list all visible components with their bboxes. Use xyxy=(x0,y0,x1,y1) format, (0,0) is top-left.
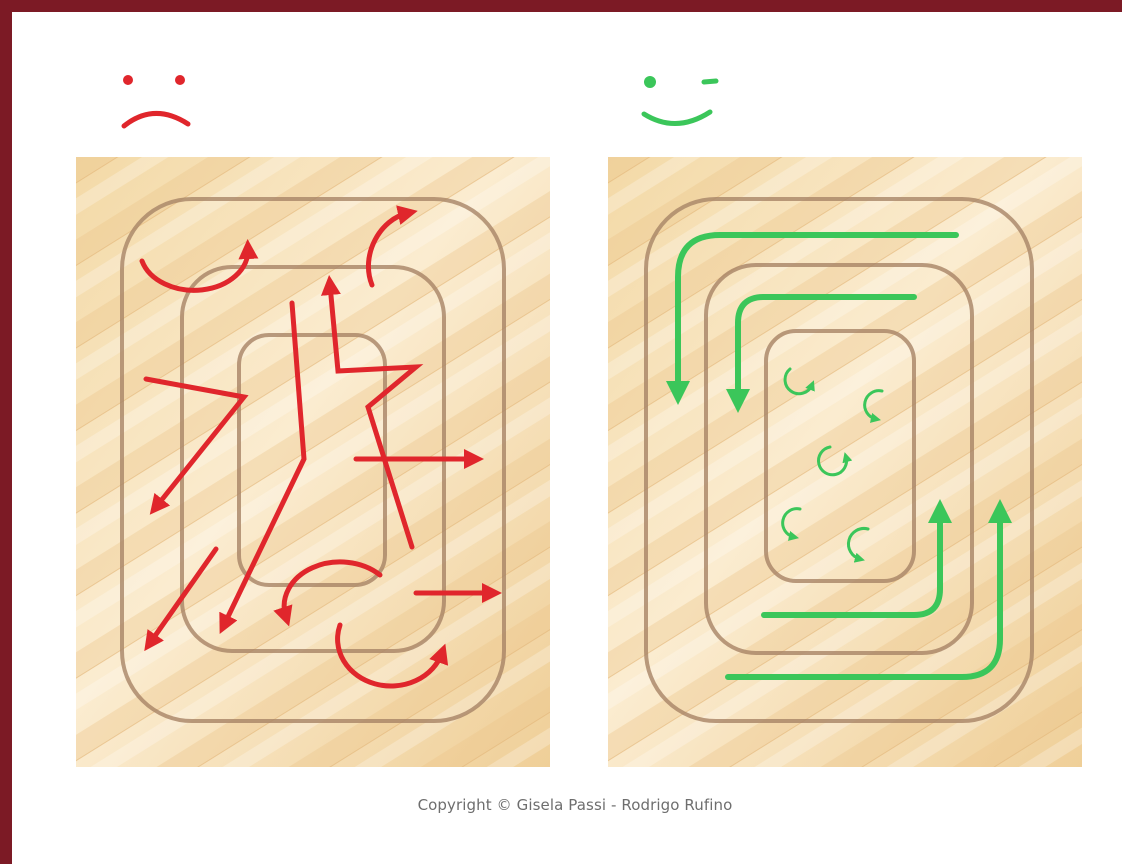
panel-wrong-way xyxy=(76,157,550,767)
copyright-text: Copyright © Gisela Passi - Rodrigo Rufin… xyxy=(0,796,1122,814)
winking-face-icon xyxy=(630,62,730,132)
panel-right-way xyxy=(608,157,1082,767)
sad-face-icon xyxy=(110,62,210,132)
frame-border-top xyxy=(0,0,1122,12)
frame-border-left xyxy=(0,0,12,864)
wood-floor xyxy=(76,157,550,767)
